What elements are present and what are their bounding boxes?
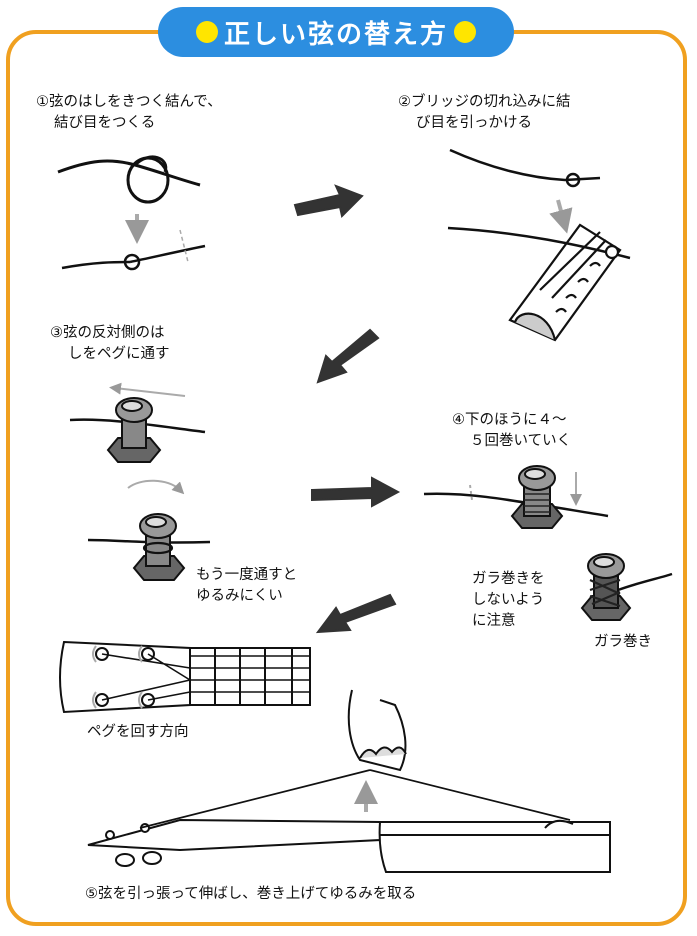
gara-note-line2: しないよう [472, 592, 545, 608]
yellow-dot-icon [195, 21, 218, 43]
step3-text: ③弦の反対側のは しをペグに通す [50, 323, 170, 365]
gara-note-line1: ガラ巻きを [472, 571, 545, 587]
step5-text: ⑤弦を引っ張って伸ばし、巻き上げてゆるみを取る [85, 884, 416, 905]
step4-text: ④下のほうに４～ ５回巻いていく [452, 410, 571, 452]
again-note: もう一度通すと ゆるみにくい [196, 565, 297, 607]
peg-double-pass-illustration [87, 513, 211, 581]
knot-tight-illustration [61, 244, 206, 271]
gara-note: ガラ巻きを しないよう に注意 [472, 569, 545, 632]
headstock-illustration [59, 640, 311, 714]
gara-winding-illustration [580, 553, 673, 621]
bridge-knot-illustration [449, 148, 601, 188]
step3-line2: しをペグに通す [68, 346, 170, 362]
down-arrow-icon [549, 199, 573, 234]
step2-line1: ②ブリッジの切れ込みに結 [398, 94, 571, 110]
step1-line1: ①弦のはしをきつく結んで、 [36, 94, 222, 110]
flow-arrow-icon [315, 593, 397, 634]
again-note-line2: ゆるみにくい [196, 588, 283, 604]
flow-arrow-icon [316, 328, 380, 384]
ukulele-stretch-illustration [87, 689, 611, 873]
step4-line2: ５回巻いていく [470, 433, 572, 449]
knot-loose-illustration [57, 155, 201, 204]
step2-text: ②ブリッジの切れ込みに結 び目を引っかける [398, 92, 571, 134]
cut-line-icon [179, 229, 189, 263]
gara-label: ガラ巻き [594, 634, 652, 650]
flow-arrow-icon [293, 184, 364, 218]
step4-line1: ④下のほうに４～ [452, 412, 567, 428]
rotate-arrow-icon [127, 479, 185, 495]
step2-line2: び目を引っかける [416, 115, 532, 131]
peg-threading-illustration [69, 382, 206, 463]
bridge-illustration [447, 223, 631, 342]
step5-line1: ⑤弦を引っ張って伸ばし、巻き上げてゆるみを取る [85, 886, 417, 902]
title-banner: 正しい弦の替え方 [158, 7, 514, 57]
step1-text: ①弦のはしをきつく結んで、 結び目をつくる [36, 92, 222, 134]
gara-note-line3: に注意 [472, 613, 516, 629]
again-note-line1: もう一度通すと [196, 567, 298, 583]
step3-line1: ③弦の反対側のは [50, 325, 165, 341]
page-title: 正しい弦の替え方 [223, 19, 448, 50]
flow-arrow-icon [311, 476, 401, 508]
peg-winding-illustration [423, 465, 609, 529]
yellow-dot-icon [454, 21, 476, 43]
step1-line2: 結び目をつくる [54, 115, 156, 131]
peg-direction-label: ペグを回す方向 [87, 724, 189, 740]
